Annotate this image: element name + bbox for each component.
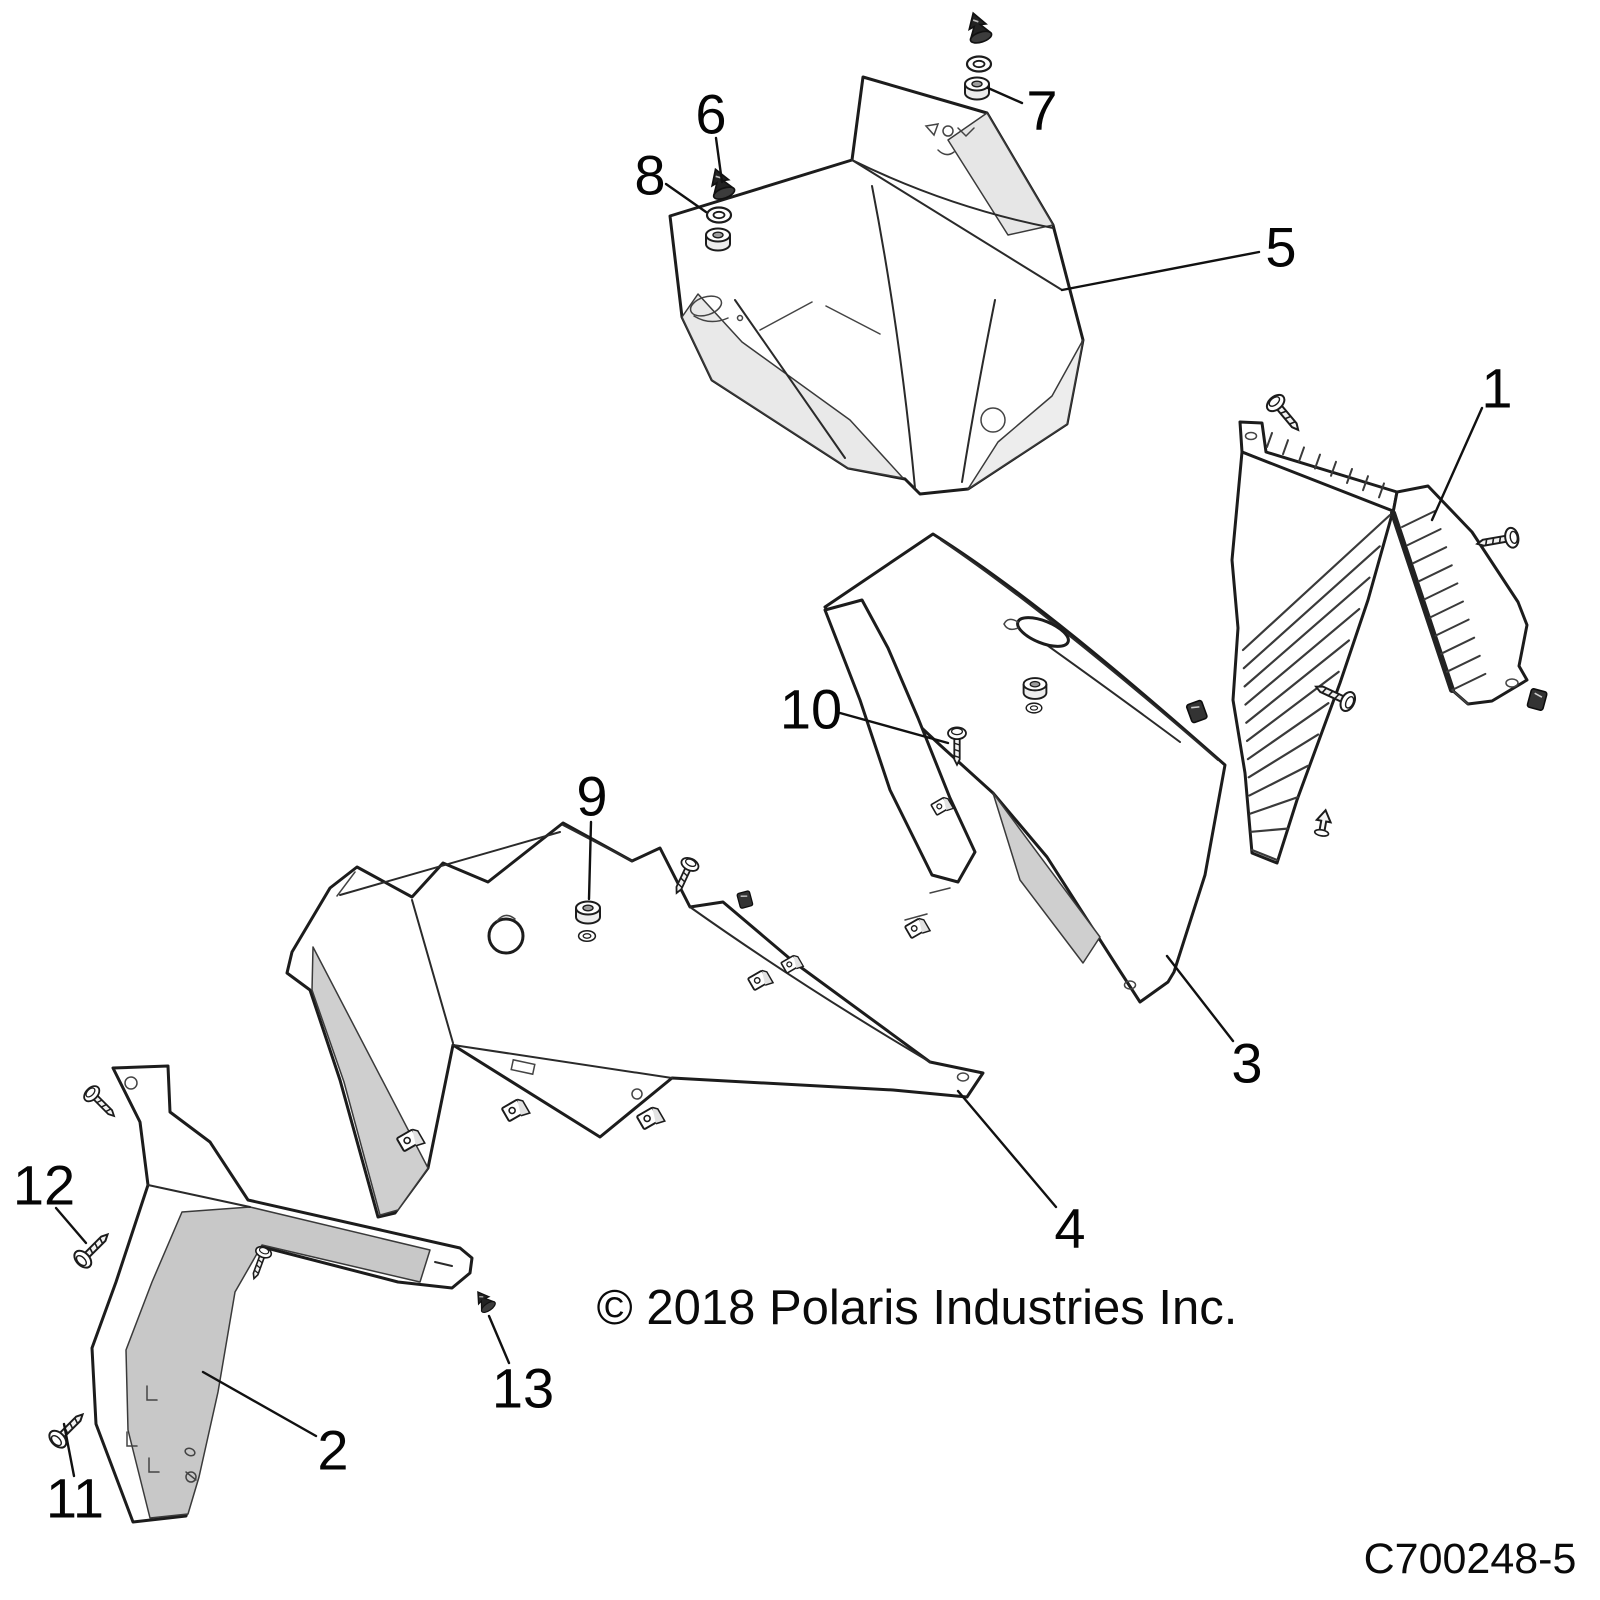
callout-label-9: 9: [576, 765, 607, 828]
grommet-icon: [575, 900, 601, 925]
leader-line-1: [1430, 406, 1484, 522]
copyright-text: © 2018 Polaris Industries Inc.: [597, 1281, 1238, 1335]
clip-dark-icon: [736, 889, 754, 910]
callout-label-1: 1: [1481, 357, 1512, 420]
jclip-icon: [635, 1104, 666, 1134]
leader-line-5: [1060, 250, 1261, 292]
leader-lines-group: [54, 86, 1484, 1478]
callout-label-8: 8: [634, 144, 665, 207]
jclip-icon: [500, 1096, 531, 1126]
leader-line-2: [201, 1370, 318, 1438]
callout-label-10: 10: [780, 678, 842, 741]
rivet-dark-icon: [961, 8, 994, 47]
callout-label-4: 4: [1054, 1197, 1085, 1260]
screw-icon: [1262, 390, 1307, 438]
grommet-icon: [705, 227, 731, 252]
leader-line-12: [54, 1206, 88, 1245]
pushpin-icon: [1313, 808, 1334, 839]
rivet-dark-icon: [470, 1286, 498, 1316]
washer-icon: [577, 929, 597, 943]
leader-line-3: [1165, 954, 1235, 1043]
clip-dark-icon: [1526, 687, 1549, 712]
callout-label-7: 7: [1026, 79, 1057, 142]
diagram-code: C700248-5: [1364, 1535, 1577, 1583]
fender-panel: [90, 1064, 474, 1524]
screw-icon: [80, 1082, 122, 1124]
callout-label-13: 13: [492, 1357, 554, 1420]
callout-label-2: 2: [317, 1419, 348, 1482]
jclip-icon: [903, 915, 931, 942]
washer-icon: [965, 55, 993, 73]
leader-line-6: [714, 136, 724, 184]
clip-dark-icon: [1185, 699, 1209, 724]
rack-panel: [285, 821, 985, 1219]
callout-label-3: 3: [1231, 1032, 1262, 1095]
grommet-icon: [964, 76, 990, 101]
washer-icon: [1025, 702, 1043, 714]
callout-label-11: 11: [46, 1467, 104, 1530]
leader-line-8: [664, 182, 708, 214]
callout-label-6: 6: [695, 83, 726, 146]
grille-panel: [1230, 420, 1529, 865]
leader-line-10: [838, 711, 950, 745]
callout-label-12: 12: [13, 1154, 75, 1217]
washer-icon: [705, 206, 733, 224]
leader-line-7: [986, 86, 1024, 105]
leader-line-9: [587, 820, 593, 901]
hood-panel: [668, 75, 1085, 496]
leader-line-11: [62, 1422, 76, 1478]
callout-label-5: 5: [1265, 216, 1296, 279]
leader-line-4: [956, 1089, 1058, 1209]
grommet-icon: [1022, 677, 1048, 700]
dash-panel: [823, 532, 1227, 1004]
leader-line-13: [487, 1314, 511, 1365]
